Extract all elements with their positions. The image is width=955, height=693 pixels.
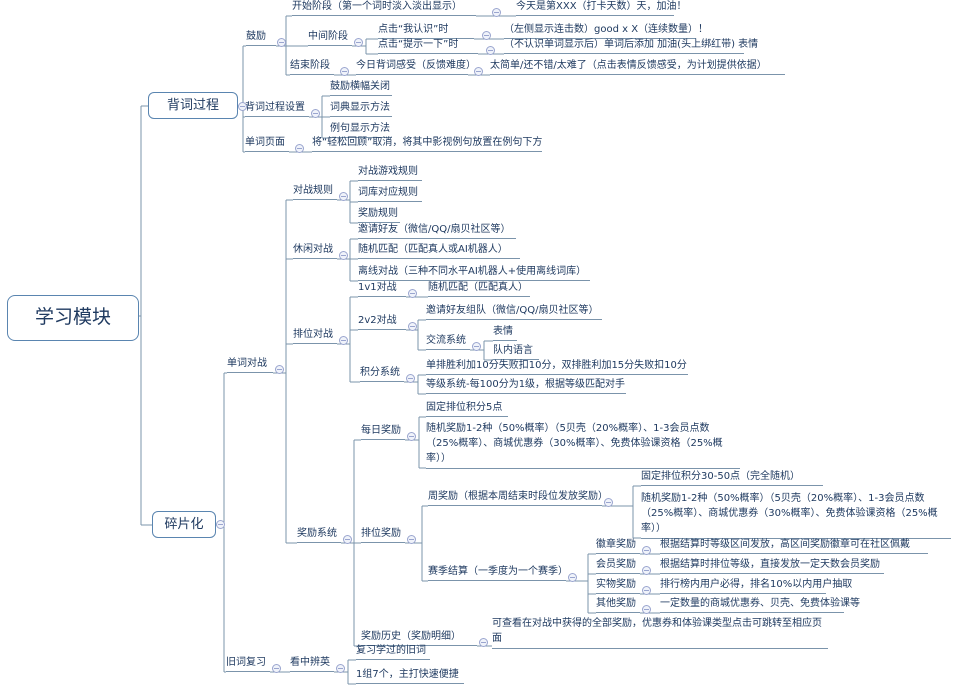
topic-2v2[interactable]: 2v2对战 [358,314,406,330]
topic-jieshu-jieduan[interactable]: 结束阶段 [290,59,334,75]
topic-yaoqing-zudui[interactable]: 邀请好友组队（微信/QQ/扇贝社区等） [426,304,602,320]
topic-dengji-xitong[interactable]: 等级系统-每100分为1级，根据等级匹配对手 [426,378,626,394]
collapse-icon[interactable] [238,102,247,111]
topic-jiangli-guize[interactable]: 奖励规则 [358,207,400,223]
topic-duizhan-guize[interactable]: 对战规则 [293,184,337,200]
collapse-icon[interactable] [216,520,225,529]
topic-jiuci-fuxi[interactable]: 旧词复习 [226,656,270,672]
note-ganshou[interactable]: 太简单/还不错/太难了（点击表情反馈感受，为计划提供依据） [490,59,785,75]
collapse-icon[interactable] [479,638,488,647]
topic-guding-jifen-5[interactable]: 固定排位积分5点 [426,401,508,417]
collapse-icon[interactable] [354,38,363,47]
topic-paiwei-jiangli[interactable]: 排位奖励 [361,527,405,543]
collapse-icon[interactable] [336,664,345,673]
collapse-icon[interactable] [482,31,491,40]
topic-suiji-jiangli-meiri[interactable]: 随机奖励1-2种（50%概率）（5贝壳（20%概率）、1-3会员点数（25%概率… [426,421,740,469]
note-jiangli-lishi[interactable]: 可查看在对战中获得的全部奖励，优惠券和体验课类型点击可跳转至相应页面 [492,616,828,649]
collapse-icon[interactable] [295,144,304,153]
topic-dianji-renshi[interactable]: 点击“我认识”时 [378,23,474,39]
topic-ganshou[interactable]: 今日背词感受（反馈难度） [356,59,476,75]
note-qita[interactable]: 一定数量的商城优惠券、贝壳、免费体验课等 [660,597,860,613]
note-huizhang[interactable]: 根据结算时等级区间发放，高区间奖励徽章可在社区佩戴 [660,538,928,554]
collapse-icon[interactable] [407,535,416,544]
note-kaishi[interactable]: 今天是第XXX（打卡天数）天，加油！ [516,0,687,16]
collapse-icon[interactable] [340,67,349,76]
collapse-icon[interactable] [339,192,348,201]
topic-jifen-xitong[interactable]: 积分系统 [360,366,404,382]
topic-qita-jiangli[interactable]: 其他奖励 [596,597,640,613]
topic-xiuxian-duizhan[interactable]: 休闲对战 [293,243,337,259]
topic-jiaoliu-xitong[interactable]: 交流系统 [426,334,470,350]
collapse-icon[interactable] [568,573,577,582]
collapse-icon[interactable] [339,251,348,260]
topic-suipianhua[interactable]: 碎片化 [152,511,216,538]
topic-kaishi-jieduan[interactable]: 开始阶段（第一个词时淡入淡出显示） [292,0,476,16]
topic-shiwu-jiangli[interactable]: 实物奖励 [596,578,640,594]
topic-suiji-pipei[interactable]: 随机匹配（匹配真人或AI机器人） [358,243,520,259]
collapse-icon[interactable] [474,67,483,76]
topic-kanzhong-bianying[interactable]: 看中辨英 [290,656,334,672]
collapse-icon[interactable] [406,374,415,383]
collapse-icon[interactable] [642,566,651,575]
topic-jifen-guize[interactable]: 单排胜利加10分失败扣10分，双排胜利加15分失败扣10分 [426,359,688,375]
collapse-icon[interactable] [642,546,651,555]
collapse-icon[interactable] [343,535,352,544]
note-huiyuan[interactable]: 根据结算时排位等级，直接发放一定天数会员奖励 [660,558,884,574]
topic-youxi-guize[interactable]: 对战游戏规则 [358,165,422,181]
collapse-icon[interactable] [407,432,416,441]
topic-danci-duizhan[interactable]: 单词对战 [227,357,273,373]
collapse-icon[interactable] [275,365,284,374]
topic-zhongjian-jieduan[interactable]: 中间阶段 [308,30,352,46]
topic-guding-jifen-3050[interactable]: 固定排位积分30-50点（完全随机） [641,470,823,486]
topic-meiri-jiangli[interactable]: 每日奖励 [361,424,405,440]
topic-liju-xianshi[interactable]: 例句显示方法 [330,122,392,138]
topic-ciku-guize[interactable]: 词库对应规则 [358,186,422,202]
topic-jiangli-xitong[interactable]: 奖励系统 [297,527,341,543]
topic-dianji-tishi[interactable]: 点击“提示一下”时 [378,38,478,54]
collapse-icon[interactable] [339,336,348,345]
collapse-icon[interactable] [408,289,417,298]
collapse-icon[interactable] [472,342,481,351]
topic-beici-guocheng[interactable]: 背词过程 [148,92,238,119]
topic-suiji-jiangli-zhou[interactable]: 随机奖励1-2种（50%概率）（5贝壳（20%概率）、1-3会员点数（25%概率… [641,491,951,539]
topic-guli-hengfu[interactable]: 鼓励横幅关闭 [330,80,392,96]
note-1v1[interactable]: 随机匹配（匹配真人） [428,281,530,297]
collapse-icon[interactable] [408,322,417,331]
topic-danci-yemian[interactable]: 单词页面 [245,136,289,152]
topic-biaoqing[interactable]: 表情 [493,325,517,341]
collapse-icon[interactable] [486,46,495,55]
note-shiwu[interactable]: 排行榜内用户必得，排名10%以内用户抽取 [660,578,852,594]
topic-1v1[interactable]: 1v1对战 [358,281,406,297]
collapse-icon[interactable] [642,586,651,595]
topic-zhou-jiangli[interactable]: 周奖励（根据本周结束时段位发放奖励） [428,490,608,506]
topic-huiyuan-jiangli[interactable]: 会员奖励 [596,558,640,574]
collapse-icon[interactable] [272,664,281,673]
topic-huizhang-jiangli[interactable]: 徽章奖励 [596,538,640,554]
collapse-icon[interactable] [642,605,651,614]
topic-root[interactable]: 学习模块 [7,295,139,341]
topic-1zu7ge[interactable]: 1组7个，主打快速便捷 [356,668,464,684]
note-renshi[interactable]: （左侧显示连击数）good x X（连续数量）！ [504,23,708,39]
collapse-icon[interactable] [311,109,320,118]
topic-cidian-xianshi[interactable]: 词典显示方法 [330,101,392,117]
note-danci-yemian[interactable]: 将“轻松回顾”取消，将其中影视例句放置在例句下方 [312,136,542,152]
note-tishi[interactable]: （不认识单词显示后）单词后添加 加油(头上绑红带) 表情 [504,38,758,54]
topic-saiji-jiesuan[interactable]: 赛季结算（一季度为一个赛季） [428,565,568,581]
topic-jiangli-lishi[interactable]: 奖励历史（奖励明细） [361,630,477,646]
topic-guli[interactable]: 鼓励 [246,30,276,46]
collapse-icon[interactable] [277,38,286,47]
topic-duinei-yuyan[interactable]: 队内语言 [493,344,539,360]
topic-lixian-duizhan[interactable]: 离线对战（三种不同水平AI机器人+使用离线词库） [358,265,590,281]
topic-beici-shezhi[interactable]: 背词过程设置 [245,101,309,117]
collapse-icon[interactable] [492,8,501,17]
collapse-icon[interactable] [604,498,613,507]
topic-yaoqing-haoyou[interactable]: 邀请好友（微信/QQ/扇贝社区等） [358,223,516,239]
topic-paiwei-duizhan[interactable]: 排位对战 [293,328,337,344]
topic-fuxi-jiuci[interactable]: 复习学过的旧词 [356,644,430,660]
